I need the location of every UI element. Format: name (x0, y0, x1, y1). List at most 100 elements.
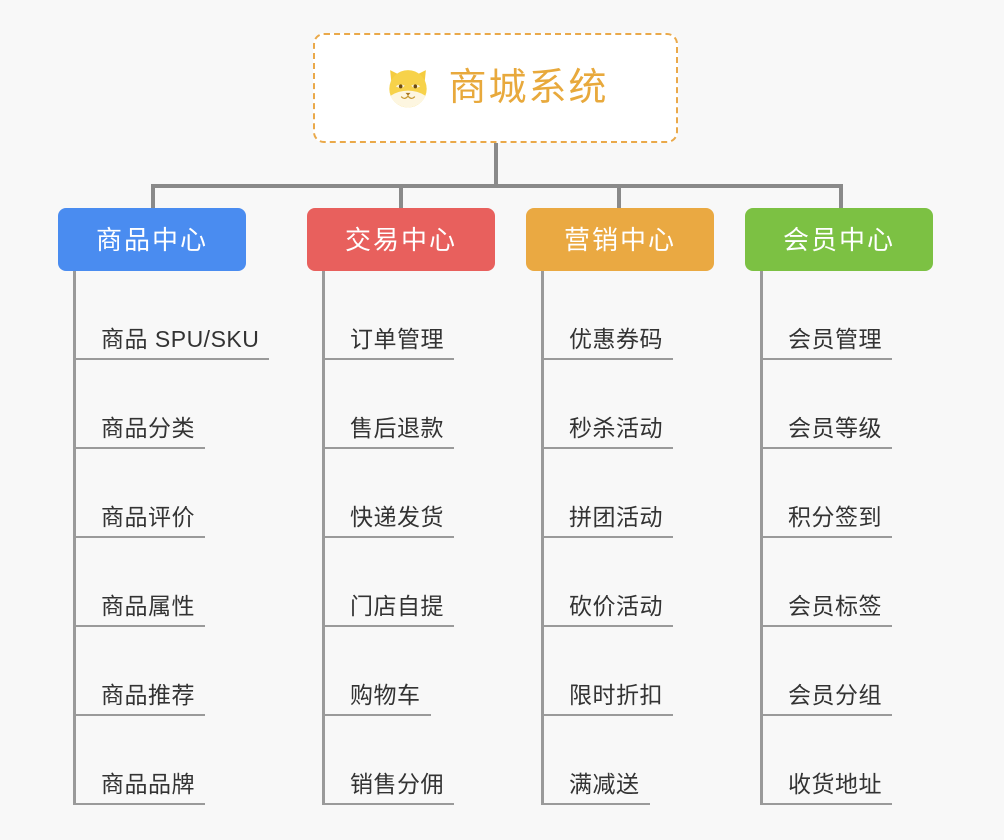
leaf-label: 砍价活动 (569, 593, 663, 619)
leaf-label: 商品评价 (101, 504, 195, 530)
leaf-underline: 会员分组 (760, 684, 892, 716)
leaf-underline: 积分签到 (760, 506, 892, 538)
branch-marketing-center: 营销中心 优惠券码 秒杀活动 拼团活动 砍价活动 (526, 208, 714, 805)
leaf-item[interactable]: 商品属性 (58, 538, 246, 627)
leaf-item[interactable]: 砍价活动 (526, 538, 714, 627)
leaf-label: 售后退款 (350, 415, 444, 441)
branch-header-member-center[interactable]: 会员中心 (745, 208, 933, 271)
branch-spine (73, 271, 76, 805)
branch-header-label: 商品中心 (95, 224, 208, 255)
branch-header-product-center[interactable]: 商品中心 (58, 208, 246, 271)
leaf-label: 商品属性 (101, 593, 195, 619)
connector-bus-bar (151, 184, 843, 188)
branch-header-marketing-center[interactable]: 营销中心 (526, 208, 714, 271)
leaf-label: 快递发货 (350, 504, 444, 530)
leaf-underline: 满减送 (541, 773, 650, 805)
leaf-label: 满减送 (569, 771, 640, 797)
leaf-item[interactable]: 限时折扣 (526, 627, 714, 716)
connector-drop-product-center (151, 184, 155, 210)
leaf-label: 会员标签 (788, 593, 882, 619)
branch-trade-center: 交易中心 订单管理 售后退款 快递发货 门店自提 (307, 208, 495, 805)
branch-header-label: 营销中心 (563, 224, 676, 255)
leaf-underline: 商品评价 (73, 506, 205, 538)
leaf-label: 会员管理 (788, 326, 882, 352)
connector-drop-member-center (839, 184, 843, 210)
leaf-label: 会员等级 (788, 415, 882, 441)
leaf-item[interactable]: 优惠券码 (526, 271, 714, 360)
leaf-underline: 订单管理 (322, 328, 454, 360)
leaf-underline: 会员等级 (760, 417, 892, 449)
leaf-underline: 快递发货 (322, 506, 454, 538)
connector-drop-marketing-center (617, 184, 621, 210)
leaf-item[interactable]: 会员标签 (745, 538, 933, 627)
leaf-list-trade-center: 订单管理 售后退款 快递发货 门店自提 购物车 (307, 271, 495, 805)
leaf-underline: 门店自提 (322, 595, 454, 627)
connector-drop-trade-center (399, 184, 403, 210)
root-node[interactable]: 商城系统 (313, 33, 678, 143)
leaf-item[interactable]: 会员管理 (745, 271, 933, 360)
leaf-label: 会员分组 (788, 682, 882, 708)
leaf-label: 收货地址 (788, 771, 882, 797)
leaf-item[interactable]: 拼团活动 (526, 449, 714, 538)
leaf-underline: 销售分佣 (322, 773, 454, 805)
leaf-item[interactable]: 会员分组 (745, 627, 933, 716)
branch-header-trade-center[interactable]: 交易中心 (307, 208, 495, 271)
leaf-underline: 会员管理 (760, 328, 892, 360)
leaf-item[interactable]: 订单管理 (307, 271, 495, 360)
leaf-underline: 砍价活动 (541, 595, 673, 627)
leaf-underline: 会员标签 (760, 595, 892, 627)
leaf-underline: 商品属性 (73, 595, 205, 627)
leaf-underline: 收货地址 (760, 773, 892, 805)
leaf-label: 商品 SPU/SKU (101, 326, 260, 352)
leaf-list-product-center: 商品 SPU/SKU 商品分类 商品评价 商品属性 商品推荐 (58, 271, 270, 805)
leaf-item[interactable]: 商品推荐 (58, 627, 246, 716)
leaf-label: 订单管理 (350, 326, 444, 352)
leaf-label: 秒杀活动 (569, 415, 663, 441)
leaf-list-marketing-center: 优惠券码 秒杀活动 拼团活动 砍价活动 限时折扣 (526, 271, 714, 805)
leaf-item[interactable]: 销售分佣 (307, 716, 495, 805)
leaf-underline: 限时折扣 (541, 684, 673, 716)
leaf-item[interactable]: 满减送 (526, 716, 714, 805)
leaf-item[interactable]: 收货地址 (745, 716, 933, 805)
leaf-item[interactable]: 快递发货 (307, 449, 495, 538)
leaf-label: 门店自提 (350, 593, 444, 619)
leaf-underline: 商品 SPU/SKU (73, 326, 270, 360)
leaf-item[interactable]: 会员等级 (745, 360, 933, 449)
branch-product-center: 商品中心 商品 SPU/SKU 商品分类 商品评价 商品属性 (58, 208, 270, 805)
leaf-underline: 商品分类 (73, 417, 205, 449)
branch-spine (541, 271, 544, 805)
leaf-item[interactable]: 购物车 (307, 627, 495, 716)
leaf-label: 限时折扣 (569, 682, 663, 708)
leaf-item[interactable]: 商品品牌 (58, 716, 246, 805)
branch-member-center: 会员中心 会员管理 会员等级 积分签到 会员标签 (745, 208, 933, 805)
leaf-item[interactable]: 门店自提 (307, 538, 495, 627)
branch-spine (322, 271, 325, 805)
leaf-label: 商品分类 (101, 415, 195, 441)
leaf-label: 销售分佣 (350, 771, 444, 797)
leaf-list-member-center: 会员管理 会员等级 积分签到 会员标签 会员分组 (745, 271, 933, 805)
leaf-item[interactable]: 商品分类 (58, 360, 246, 449)
branch-header-label: 交易中心 (344, 224, 457, 255)
leaf-label: 积分签到 (788, 504, 882, 530)
leaf-label: 购物车 (350, 682, 421, 708)
leaf-underline: 商品品牌 (73, 773, 205, 805)
leaf-label: 商品品牌 (101, 771, 195, 797)
leaf-item[interactable]: 售后退款 (307, 360, 495, 449)
leaf-label: 商品推荐 (101, 682, 195, 708)
leaf-label: 拼团活动 (569, 504, 663, 530)
branch-header-label: 会员中心 (782, 224, 895, 255)
leaf-label: 优惠券码 (569, 326, 663, 352)
connector-root-stem (494, 143, 498, 186)
leaf-underline: 拼团活动 (541, 506, 673, 538)
leaf-item[interactable]: 商品评价 (58, 449, 246, 538)
leaf-item[interactable]: 秒杀活动 (526, 360, 714, 449)
leaf-underline: 商品推荐 (73, 684, 205, 716)
leaf-item[interactable]: 积分签到 (745, 449, 933, 538)
leaf-underline: 售后退款 (322, 417, 454, 449)
leaf-underline: 购物车 (322, 684, 431, 716)
leaf-underline: 秒杀活动 (541, 417, 673, 449)
leaf-underline: 优惠券码 (541, 328, 673, 360)
branch-spine (760, 271, 763, 805)
leaf-item[interactable]: 商品 SPU/SKU (58, 271, 270, 360)
